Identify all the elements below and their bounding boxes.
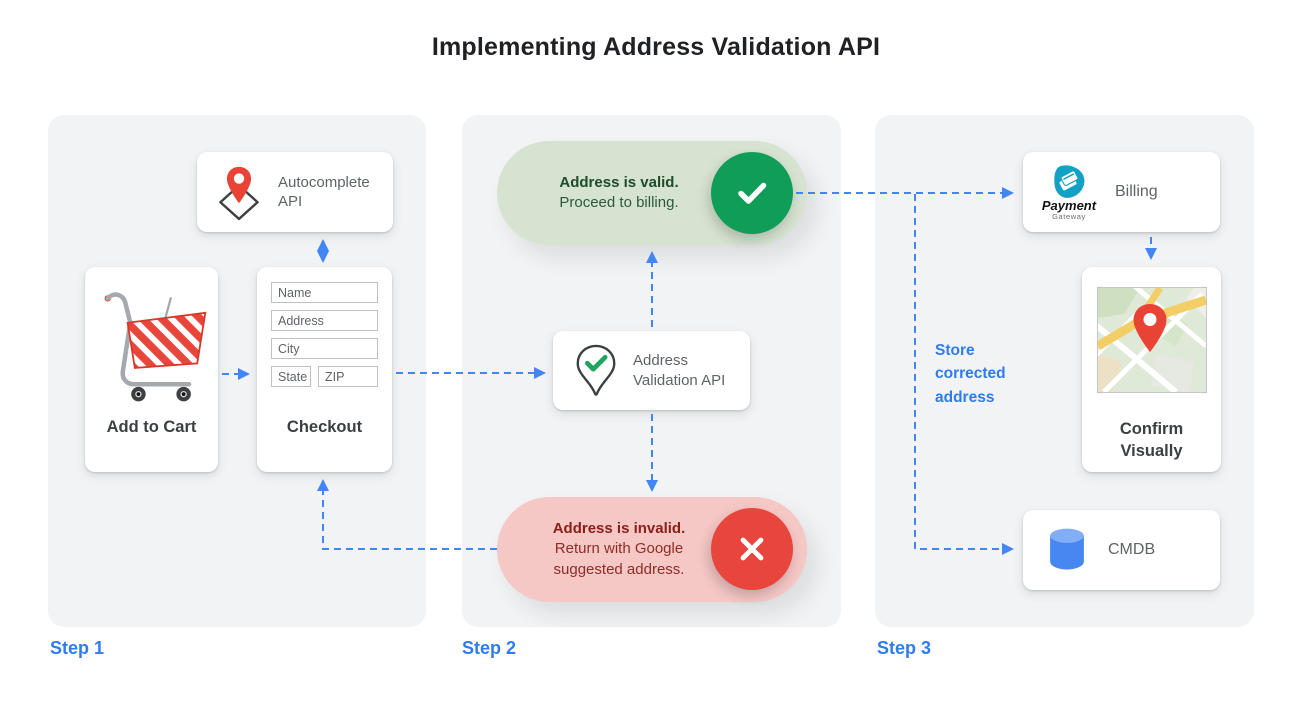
address-valid-text: Address is valid. Proceed to billing. — [525, 141, 713, 245]
autocomplete-api-label: Autocomplete API — [278, 173, 370, 211]
address-validation-api-label: Address Validation API — [633, 352, 726, 389]
invalid-x-badge — [711, 508, 793, 590]
confirm-visually-label: Confirm Visually — [1119, 420, 1184, 461]
address-invalid-text: Address is invalid. Return with Google s… — [525, 497, 713, 602]
pin-check-icon — [576, 344, 616, 396]
address-validation-api-card: Address Validation API — [553, 331, 750, 410]
address-invalid-title: Address is invalid. — [552, 520, 686, 538]
step2-panel: Address is valid. Proceed to billing. Ad… — [462, 115, 841, 627]
x-icon — [740, 537, 764, 561]
address-valid-subtitle: Proceed to billing. — [559, 194, 679, 211]
page-title: Implementing Address Validation API — [431, 33, 881, 61]
address-valid-pill: Address is valid. Proceed to billing. — [497, 141, 807, 245]
map-thumbnail — [1096, 287, 1207, 393]
payment-gateway-subname: Gateway — [1052, 211, 1086, 221]
step3-panel: Payment Gateway Billing — [875, 115, 1254, 627]
billing-card: Payment Gateway Billing — [1023, 152, 1220, 232]
step2-label: Step 2 — [462, 638, 517, 658]
address-valid-title: Address is valid. — [559, 173, 679, 191]
billing-label: Billing — [1115, 183, 1158, 200]
database-icon — [1050, 528, 1084, 570]
check-icon — [738, 182, 767, 204]
step1-panel: Autocomplete API Add t — [48, 115, 426, 627]
add-to-cart-label: Add to Cart — [106, 418, 197, 436]
address-invalid-pill: Address is invalid. Return with Google s… — [497, 497, 807, 602]
step3-label: Step 3 — [877, 638, 932, 658]
payment-gateway-name: Payment — [1041, 197, 1097, 213]
store-corrected-address-note: Store corrected address — [935, 342, 1006, 406]
add-to-cart-card: Add to Cart — [85, 267, 218, 472]
valid-check-badge — [711, 152, 793, 234]
state-field: State — [271, 366, 311, 387]
step1-label: Step 1 — [50, 638, 105, 658]
confirm-visually-card: Confirm Visually — [1082, 267, 1221, 472]
autocomplete-api-card: Autocomplete API — [197, 152, 393, 232]
address-field: Address — [271, 310, 378, 331]
shopping-cart-icon — [104, 292, 206, 402]
state-zip-row: State ZIP — [271, 366, 378, 394]
city-field: City — [271, 338, 378, 359]
address-invalid-subtitle: Return with Google suggested address. — [553, 540, 685, 578]
cmdb-label: CMDB — [1108, 541, 1156, 558]
zip-field: ZIP — [318, 366, 378, 387]
checkout-card: Name Address City State ZIP Checkout — [257, 267, 392, 472]
checkout-label: Checkout — [286, 418, 363, 436]
name-field: Name — [271, 282, 378, 303]
cmdb-card: CMDB — [1023, 510, 1220, 590]
maps-pin-diamond-icon — [219, 166, 259, 221]
payment-gateway-logo: Payment Gateway — [1038, 164, 1100, 221]
payment-gateway-icon — [1054, 164, 1085, 198]
